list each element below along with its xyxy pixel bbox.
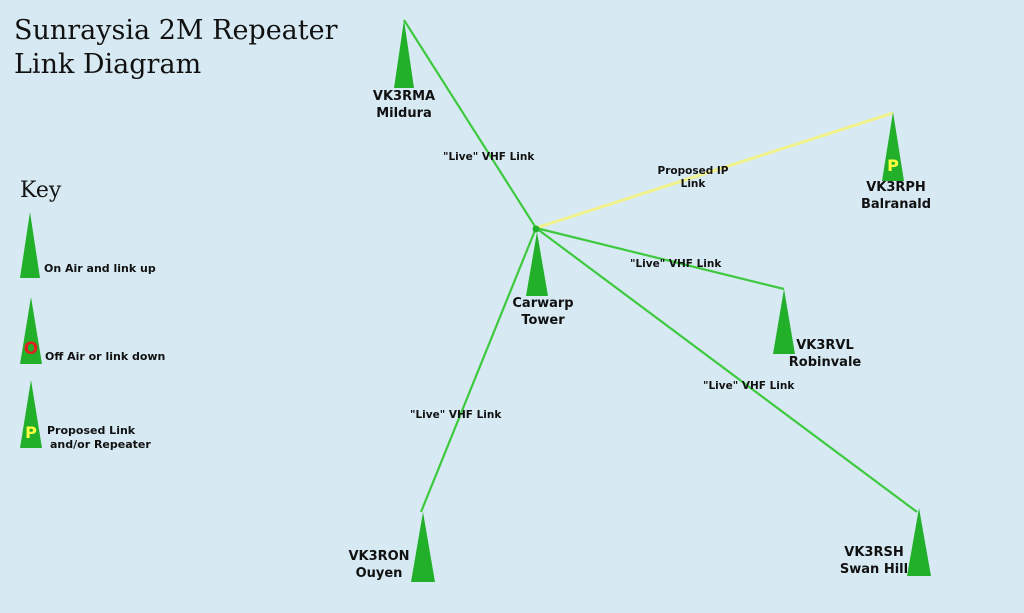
- link-label-robinvale: "Live" VHF Link: [630, 258, 722, 270]
- link-line-mildura: [403, 19, 537, 229]
- station-callsign: VK3RSH: [844, 545, 904, 560]
- station-place: Ouyen: [355, 566, 403, 581]
- station-label-ouyen: VK3RON Ouyen: [336, 548, 422, 582]
- station-callsign: VK3RVL: [796, 338, 854, 353]
- key-off-air-marker: O: [24, 339, 38, 359]
- station-callsign: VK3RON: [348, 549, 410, 564]
- diagram-title: Sunraysia 2M Repeater Link Diagram: [14, 14, 338, 82]
- station-label-balranald: VK3RPH Balranald: [851, 179, 941, 213]
- diagram-title-line2: Link Diagram: [14, 49, 202, 80]
- tower-icon-ouyen: [411, 512, 435, 582]
- station-callsign: VK3RMA: [372, 89, 436, 104]
- link-label-balranald-line1: Proposed IP: [657, 165, 729, 177]
- station-place: Robinvale: [788, 355, 862, 370]
- key-proposed-marker: P: [25, 423, 37, 442]
- station-place: Swan Hill: [839, 562, 909, 577]
- key-heading: Key: [20, 178, 62, 203]
- station-place: Mildura: [376, 106, 432, 121]
- tower-icon-carwarp: [526, 232, 548, 296]
- key-tower-proposed-icon: [20, 380, 42, 448]
- tower-icon-mildura: [394, 20, 414, 88]
- key-item-proposed-line2: and/or Repeater: [50, 438, 151, 451]
- link-line-ouyen: [419, 227, 538, 513]
- key-item-on-air-label: On Air and link up: [44, 262, 156, 275]
- station-label-carwarp: Carwarp Tower: [498, 295, 588, 329]
- station-place: Balranald: [860, 197, 932, 212]
- link-label-balranald-line2: Link: [680, 178, 706, 190]
- key-item-off-air-label: Off Air or link down: [45, 350, 166, 363]
- key-item-proposed-line1: Proposed Link: [47, 424, 136, 437]
- link-label-ouyen: "Live" VHF Link: [410, 409, 502, 421]
- key-item-proposed-label: Proposed Link and/or Repeater: [47, 424, 151, 452]
- proposed-marker-balranald: P: [887, 156, 899, 175]
- station-callsign: VK3RPH: [866, 180, 926, 195]
- carwarp-hub-dot: [532, 225, 540, 233]
- tower-icon-balranald: [882, 112, 904, 181]
- link-label-balranald: Proposed IP Link: [656, 165, 730, 191]
- link-label-mildura: "Live" VHF Link: [443, 151, 535, 163]
- tower-icon-robinvale: [773, 289, 795, 354]
- station-label-swanhill: VK3RSH Swan Hill: [828, 544, 920, 578]
- diagram-title-line1: Sunraysia 2M Repeater: [14, 15, 338, 46]
- tower-icon-swanhill: [907, 508, 931, 576]
- station-callsign: Carwarp: [512, 296, 574, 311]
- link-line-robinvale: [535, 226, 785, 291]
- link-line-balranald: [535, 111, 894, 230]
- station-label-mildura: VK3RMA Mildura: [362, 88, 446, 122]
- link-label-swanhill: "Live" VHF Link: [703, 380, 795, 392]
- key-tower-off-air-icon: [20, 297, 42, 364]
- station-place: Tower: [521, 313, 565, 328]
- link-line-swanhill: [535, 227, 918, 513]
- key-tower-on-air-icon: [20, 212, 40, 278]
- station-label-robinvale: VK3RVL Robinvale: [780, 337, 870, 371]
